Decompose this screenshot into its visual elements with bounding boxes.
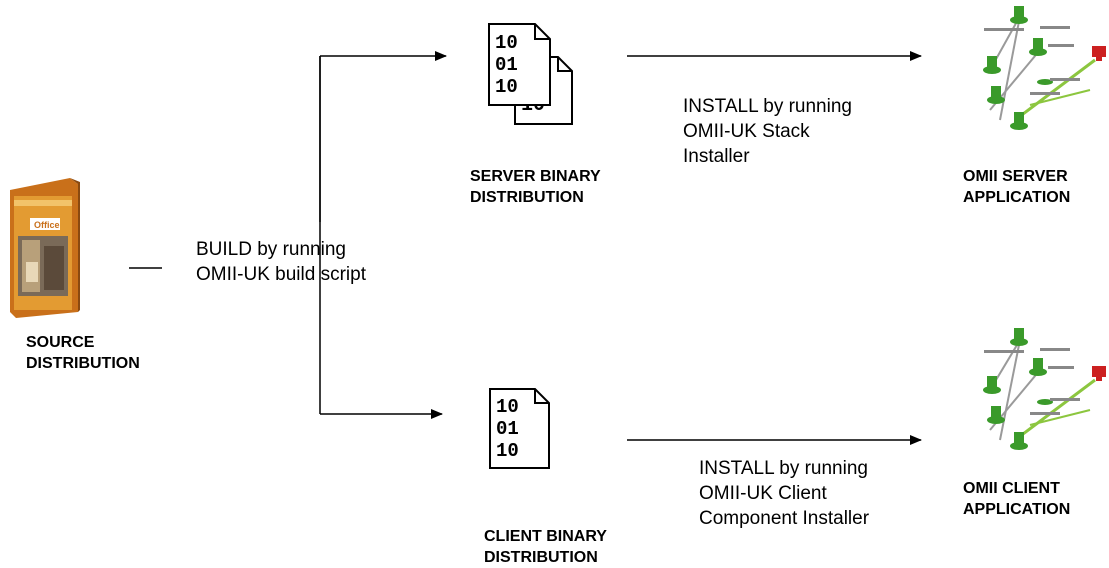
client-binary-glyph-1: 10	[496, 396, 519, 418]
server-binary-glyph-3: 10	[495, 76, 518, 98]
server-app-label: OMII SERVER APPLICATION	[963, 168, 1071, 206]
server-binary-glyph-1: 10	[495, 32, 518, 54]
server-app-network-image	[983, 6, 1106, 130]
client-binary-glyph-3: 10	[496, 440, 519, 462]
install-client-label: INSTALL by running OMII-UK Client Compon…	[699, 458, 870, 529]
server-binary-glyph-2: 01	[495, 54, 518, 76]
client-app-network-image	[983, 328, 1106, 450]
install-server-label: INSTALL by running OMII-UK Stack Install…	[683, 96, 852, 167]
client-binary-glyph-2: 01	[496, 418, 519, 440]
server-binary-label: SERVER BINARY DISTRIBUTION	[470, 168, 601, 206]
server-binary-icon: 10 10 01 10	[488, 23, 573, 125]
source-box-image: Office	[10, 178, 80, 318]
build-step-label: BUILD by running OMII-UK build script	[196, 239, 366, 285]
box-brand-text: Office	[34, 220, 60, 230]
source-distribution-label: SOURCE DISTRIBUTION	[26, 334, 140, 372]
client-binary-label: CLIENT BINARY DISTRIBUTION	[484, 528, 607, 566]
client-binary-icon: 10 01 10	[489, 388, 550, 469]
client-app-label: OMII CLIENT APPLICATION	[963, 480, 1071, 518]
